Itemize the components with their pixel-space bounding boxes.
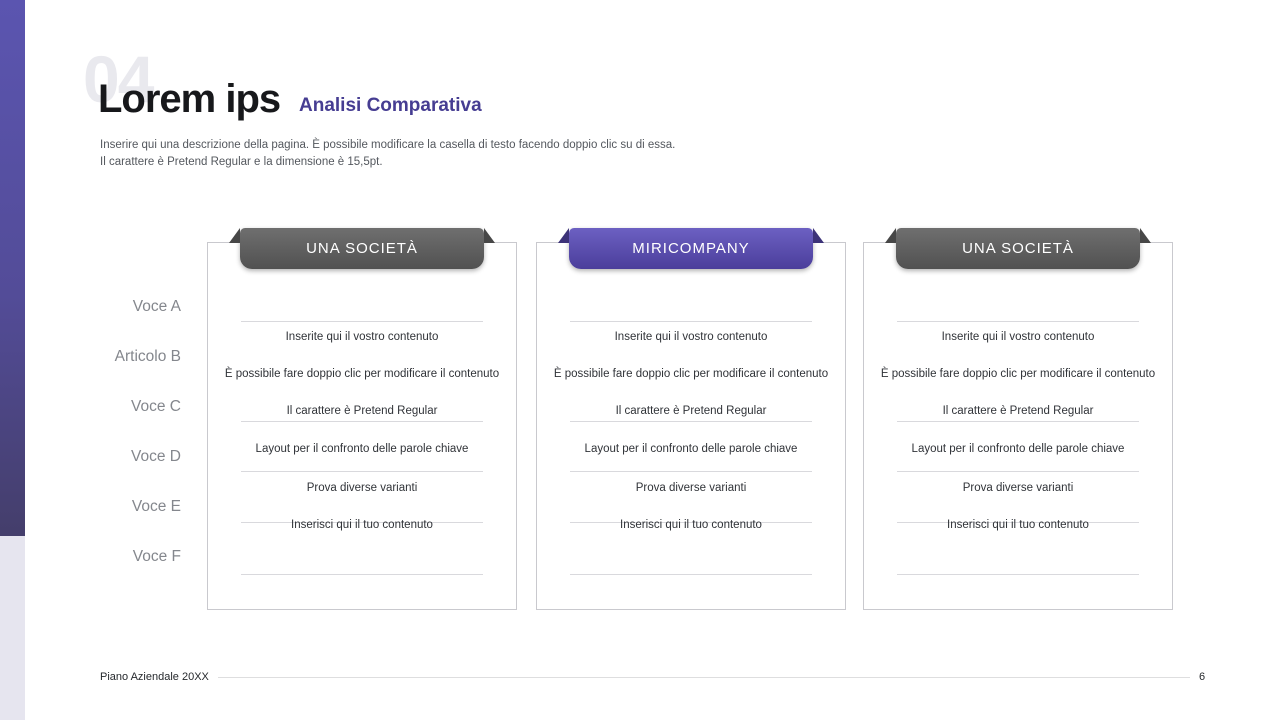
row-label-voce-c[interactable]: Voce C	[131, 398, 181, 415]
page-description[interactable]: Inserire qui una descrizione della pagin…	[100, 137, 675, 171]
footer-page-number: 6	[1199, 671, 1206, 683]
card-2-row-4[interactable]: Layout per il confronto delle parole chi…	[584, 443, 798, 455]
card-1-header-ribbon[interactable]: UNA SOCIETÀ	[240, 228, 484, 269]
comparison-card-3[interactable]: UNA SOCIETÀ Inserite qui il vostro conte…	[863, 228, 1173, 610]
card-3-row-3[interactable]: Il carattere è Pretend Regular	[942, 405, 1094, 417]
row-label-articolo-b[interactable]: Articolo B	[114, 348, 181, 365]
card-2-row-3[interactable]: Il carattere è Pretend Regular	[615, 405, 767, 417]
divider-line	[897, 421, 1139, 422]
card-1-row-2[interactable]: È possibile fare doppio clic per modific…	[224, 368, 500, 380]
card-3-row-4[interactable]: Layout per il confronto delle parole chi…	[911, 443, 1125, 455]
divider-line	[241, 471, 483, 472]
comparison-card-1[interactable]: UNA SOCIETÀ Inserite qui il vostro conte…	[207, 228, 517, 610]
comparison-card-2[interactable]: MIRICOMPANY Inserite qui il vostro conte…	[536, 228, 846, 610]
footer-document-title[interactable]: Piano Aziendale 20XX	[100, 671, 209, 683]
card-3-row-1[interactable]: Inserite qui il vostro contenuto	[941, 331, 1095, 343]
card-2-row-2[interactable]: È possibile fare doppio clic per modific…	[553, 368, 829, 380]
divider-line	[897, 574, 1139, 575]
divider-line	[570, 574, 812, 575]
card-3-header-ribbon[interactable]: UNA SOCIETÀ	[896, 228, 1140, 269]
card-1-row-4[interactable]: Layout per il confronto delle parole chi…	[255, 443, 469, 455]
card-1-row-6[interactable]: Inserisci qui il tuo contenuto	[291, 519, 433, 531]
card-3-row-5[interactable]: Prova diverse varianti	[962, 482, 1074, 494]
divider-line	[897, 522, 1139, 523]
description-line-2: Il carattere è Pretend Regular e la dime…	[100, 156, 383, 168]
divider-line	[570, 321, 812, 322]
card-2-row-6[interactable]: Inserisci qui il tuo contenuto	[620, 519, 762, 531]
divider-line	[570, 522, 812, 523]
divider-line	[241, 574, 483, 575]
divider-line	[241, 421, 483, 422]
divider-line	[897, 471, 1139, 472]
sidebar-lower-strip	[0, 536, 25, 720]
divider-line	[570, 421, 812, 422]
description-line-1: Inserire qui una descrizione della pagin…	[100, 139, 676, 151]
card-3-row-2[interactable]: È possibile fare doppio clic per modific…	[880, 368, 1156, 380]
card-2-header-ribbon[interactable]: MIRICOMPANY	[569, 228, 813, 269]
row-label-voce-d[interactable]: Voce D	[131, 448, 181, 465]
footer-divider-line	[218, 677, 1190, 678]
divider-line	[241, 321, 483, 322]
row-label-voce-e[interactable]: Voce E	[131, 498, 181, 515]
card-1-row-5[interactable]: Prova diverse varianti	[306, 482, 418, 494]
divider-line	[897, 321, 1139, 322]
divider-line	[570, 471, 812, 472]
card-2-row-1[interactable]: Inserite qui il vostro contenuto	[614, 331, 768, 343]
card-1-row-3[interactable]: Il carattere è Pretend Regular	[286, 405, 438, 417]
card-3-row-6[interactable]: Inserisci qui il tuo contenuto	[947, 519, 1089, 531]
row-label-voce-a[interactable]: Voce A	[132, 298, 181, 315]
page-subtitle[interactable]: Analisi Comparativa	[299, 95, 482, 116]
divider-line	[241, 522, 483, 523]
row-label-voce-f[interactable]: Voce F	[132, 548, 181, 565]
page-title[interactable]: Lorem ips	[98, 77, 281, 121]
sidebar-accent-strip	[0, 0, 25, 536]
chapter-number: 04	[83, 42, 154, 116]
card-2-row-5[interactable]: Prova diverse varianti	[635, 482, 747, 494]
card-1-row-1[interactable]: Inserite qui il vostro contenuto	[285, 331, 439, 343]
